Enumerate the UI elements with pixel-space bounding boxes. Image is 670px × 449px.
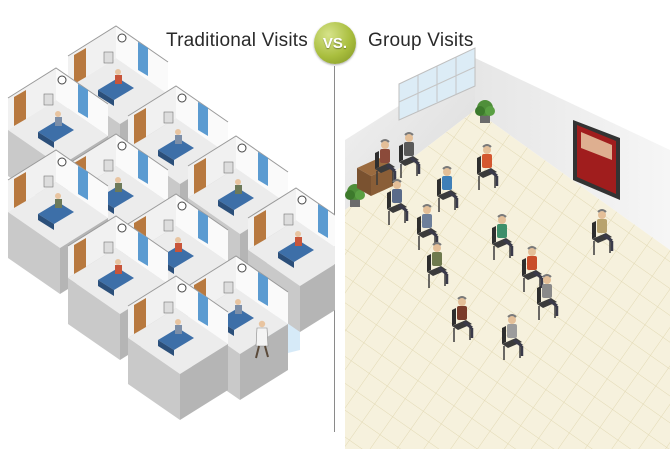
floor bbox=[345, 110, 670, 449]
door-icon bbox=[74, 48, 86, 84]
exam-table-icon bbox=[98, 78, 134, 106]
clock-icon bbox=[117, 33, 127, 43]
exam-room-icon bbox=[127, 275, 229, 420]
door-icon bbox=[134, 108, 146, 144]
person-icon bbox=[522, 246, 544, 292]
clock-icon bbox=[237, 263, 247, 273]
person-icon bbox=[477, 144, 499, 190]
clock-icon bbox=[177, 201, 187, 211]
vs-label: VS. bbox=[322, 34, 348, 52]
exam-table-icon bbox=[38, 120, 74, 148]
doctor-walking-icon bbox=[255, 320, 269, 359]
clock-icon bbox=[237, 143, 247, 153]
group-visits-title: Group Visits bbox=[368, 30, 474, 51]
exam-table-icon bbox=[158, 138, 194, 166]
door-icon bbox=[194, 158, 206, 194]
back-wall-right bbox=[475, 58, 670, 250]
door-icon bbox=[134, 298, 146, 334]
clock-icon bbox=[177, 93, 187, 103]
clock-icon bbox=[57, 75, 67, 85]
speaker-icon bbox=[592, 209, 614, 255]
clock-icon bbox=[117, 223, 127, 233]
clock-icon bbox=[57, 157, 67, 167]
person-icon bbox=[399, 132, 421, 178]
exam-table-icon bbox=[38, 202, 74, 230]
plant-icon bbox=[475, 100, 495, 123]
person-icon bbox=[387, 179, 409, 225]
door-icon bbox=[14, 172, 26, 208]
person-icon bbox=[427, 242, 449, 288]
window-icon bbox=[398, 47, 476, 121]
clock-icon bbox=[117, 141, 127, 151]
group-visit-room-scene bbox=[345, 47, 670, 449]
exam-table-icon bbox=[98, 268, 134, 296]
person-icon bbox=[502, 314, 524, 360]
person-icon bbox=[537, 274, 559, 320]
tv-screen-icon bbox=[573, 120, 620, 200]
exam-table-icon bbox=[158, 328, 194, 356]
traditional-visits-title: Traditional Visits bbox=[166, 30, 308, 51]
door-icon bbox=[254, 210, 266, 246]
person-icon bbox=[437, 166, 459, 212]
person-icon bbox=[492, 214, 514, 260]
chair-icon bbox=[477, 156, 497, 190]
person-icon bbox=[452, 296, 474, 342]
traditional-exam-rooms-scene bbox=[7, 25, 335, 420]
clock-icon bbox=[297, 195, 307, 205]
vs-badge: VS. bbox=[314, 22, 356, 64]
person-icon bbox=[375, 139, 397, 185]
exam-table-icon bbox=[218, 188, 254, 216]
clock-icon bbox=[177, 283, 187, 293]
exam-table-icon bbox=[278, 240, 314, 268]
door-icon bbox=[74, 238, 86, 274]
door-icon bbox=[14, 90, 26, 126]
